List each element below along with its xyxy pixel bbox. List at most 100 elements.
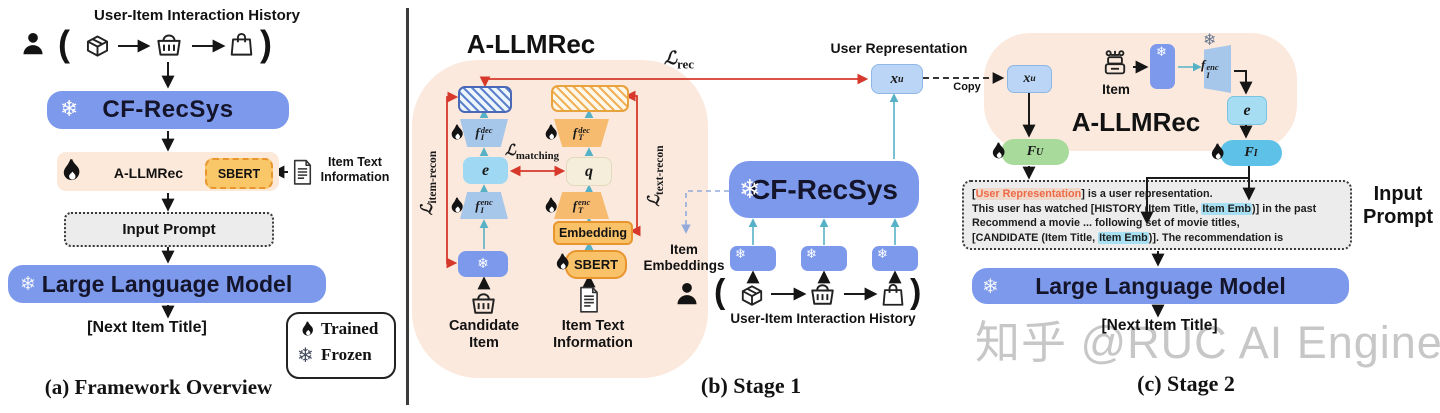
item-text-line2: Information xyxy=(553,335,633,351)
F-symbol: F xyxy=(1026,144,1037,159)
history-title-a: User-Item Interaction History xyxy=(94,7,300,24)
user-icon xyxy=(20,31,46,57)
sbert-label-a: SBERT xyxy=(217,166,261,181)
embedding-box: Embedding xyxy=(553,221,633,245)
cf-recsys-label-a: CF-RecSys xyxy=(102,96,234,123)
input-label-line1: Input xyxy=(1373,183,1423,205)
flame-icon xyxy=(300,320,316,339)
snowflake-icon: ❄ xyxy=(877,247,888,262)
flame-icon xyxy=(554,252,572,273)
cf-recsys-box-a: ❄ CF-RecSys xyxy=(47,91,289,129)
allmrec-label-a: A-LLMRec xyxy=(113,165,184,181)
sub-I: I xyxy=(480,132,485,142)
candidate-line2: Item xyxy=(469,335,499,351)
prompt-l2-pre: This user has watched [HISTORY (Item Tit… xyxy=(972,202,1202,215)
cf-recsys-label-b: CF-RecSys xyxy=(750,173,898,205)
flame-icon xyxy=(543,196,560,216)
history-title-b: User-Item Interaction History xyxy=(730,311,916,326)
embedding-label: Embedding xyxy=(558,226,628,240)
document-icon xyxy=(576,286,602,314)
reconstructed-item-emb-box xyxy=(458,86,512,113)
candidate-item-emb-box: ❄ xyxy=(458,251,508,277)
f-symbol: f xyxy=(572,197,578,213)
sub-T: T xyxy=(578,204,584,215)
prompt-line-3: Recommend a movie ... following set of m… xyxy=(972,216,1342,231)
item-embeddings-label: Item Embeddings xyxy=(636,242,732,274)
llm-label-c: Large Language Model xyxy=(1035,272,1286,299)
sup-dec: dec xyxy=(578,124,591,135)
flame-icon xyxy=(449,196,466,216)
flame-icon xyxy=(1209,142,1227,163)
input-prompt-label-a: Input Prompt xyxy=(122,221,216,238)
sup-enc: enc xyxy=(578,197,591,207)
legend-trained-label: Trained xyxy=(321,319,379,338)
item-emb-line1: Item xyxy=(670,242,698,257)
prompt-l1-pre: [ xyxy=(972,188,976,200)
snowflake-icon: ❄ xyxy=(735,247,746,262)
cf-recsys-box-b: ❄ CF-RecSys xyxy=(729,161,919,218)
prompt-l3: Recommend a movie ... following set of m… xyxy=(972,217,1240,230)
watermark: 知乎 @RUC AI Engine xyxy=(975,317,1440,368)
prompt-item-emb-highlight: Item Emb xyxy=(1201,202,1253,215)
item-text-label-b: Item Text Information xyxy=(538,318,648,352)
shopping-bag-icon xyxy=(228,31,255,58)
open-paren: ( xyxy=(714,273,726,311)
sup-u: u xyxy=(1030,74,1036,84)
loss-symbol: ℒ xyxy=(419,203,436,216)
close-paren: ) xyxy=(260,23,272,64)
prompt-item-emb-highlight: Item Emb xyxy=(1098,231,1149,244)
sbert-box-a: SBERT xyxy=(205,158,273,189)
joint-emb-e-box: e xyxy=(463,157,508,184)
snowflake-icon: ❄ xyxy=(1156,45,1167,60)
snowflake-icon: ❄ xyxy=(477,256,489,272)
input-label-line2: Prompt xyxy=(1363,206,1433,228)
next-item-title-a: [Next Item Title] xyxy=(87,319,207,336)
item-emb-box-3: ❄ xyxy=(872,246,918,271)
caption-c: (c) Stage 2 xyxy=(1137,371,1235,396)
sup-enc: enc xyxy=(480,197,493,207)
sub-I: I xyxy=(1253,147,1258,159)
snowflake-icon: ❄ xyxy=(806,247,817,262)
open-paren: ( xyxy=(58,23,70,64)
sub-I: I xyxy=(1206,69,1210,80)
prompt-l4-pre: [CANDIDATE (Item Title, xyxy=(972,231,1099,244)
basket-icon xyxy=(469,288,498,317)
item-emb-box-1: ❄ xyxy=(730,246,776,271)
flame-icon xyxy=(449,123,466,143)
flame-icon xyxy=(60,157,84,185)
F-symbol: F xyxy=(1244,145,1254,160)
item-label-c: Item xyxy=(1102,82,1130,97)
item-text-line1: Item Text xyxy=(561,318,625,334)
flame-icon xyxy=(543,123,560,143)
item-emb-line2: Embeddings xyxy=(643,258,725,273)
q-symbol: q xyxy=(585,162,593,180)
loss-symbol: ℒ xyxy=(505,143,516,159)
e-symbol: e xyxy=(1243,101,1251,119)
x-symbol: x xyxy=(1023,71,1031,86)
prompt-line-4: [CANDIDATE (Item Title, Item Emb)]. The … xyxy=(972,231,1342,246)
input-prompt-side-label: Input Prompt xyxy=(1355,183,1440,229)
allmrec-title-c: A-LLMRec xyxy=(1071,107,1201,137)
prompt-line-2: This user has watched [HISTORY (Item Tit… xyxy=(972,202,1342,217)
candidate-item-label: Candidate Item xyxy=(430,318,538,352)
snowflake-icon: ❄ xyxy=(1203,30,1217,49)
document-icon xyxy=(290,159,315,186)
next-item-title-c: [Next Item Title] xyxy=(1101,317,1218,334)
f-symbol: f xyxy=(1201,57,1206,72)
sub-T: T xyxy=(578,132,584,142)
e-symbol: e xyxy=(481,161,490,179)
legend-frozen-label: Frozen xyxy=(321,345,372,364)
input-prompt-box-c: [User Representation] is a user represen… xyxy=(962,180,1352,250)
loss-item-recon-label: ℒitem-recon xyxy=(417,118,439,248)
sub-I: I xyxy=(480,204,484,215)
flame-icon xyxy=(990,141,1008,162)
shopping-bag-icon xyxy=(880,282,906,308)
prompt-l1-post: ] is a user representation. xyxy=(1081,188,1213,200)
